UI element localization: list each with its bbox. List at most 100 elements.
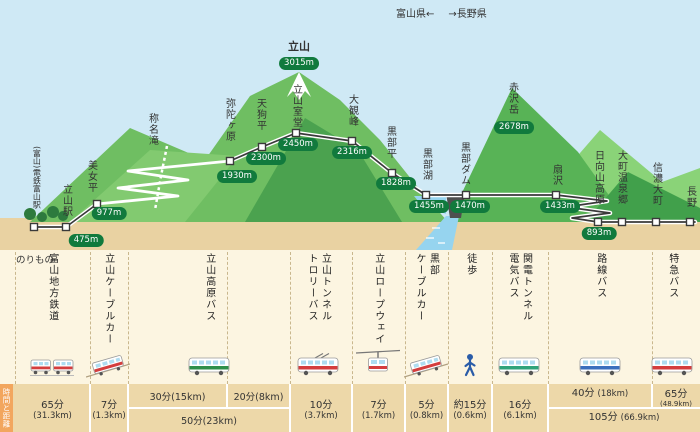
trolleybus-icon bbox=[296, 352, 340, 378]
elevation-badge: 1930m bbox=[217, 170, 257, 183]
station-label: (富山)電鉄富山駅 bbox=[32, 146, 42, 209]
time-cell: 7分 (1.7km) bbox=[352, 384, 405, 432]
time-distance-axis-label: 時間と距離 bbox=[2, 388, 11, 428]
time-cell: 7分 (1.3km) bbox=[90, 384, 128, 432]
column-separator bbox=[128, 252, 129, 384]
time-value: 10分 bbox=[309, 399, 333, 411]
station-markers bbox=[29, 128, 695, 232]
distance-value: (1.7km) bbox=[361, 410, 396, 421]
transport-name: 路線バス bbox=[594, 253, 606, 299]
time-cell: 65分 (31.3km) bbox=[15, 384, 90, 432]
time-cell: 40分 (18km) bbox=[548, 384, 652, 408]
prefecture-toyama: 富山県← bbox=[396, 9, 435, 20]
time-distance-axis: 時間と距離 bbox=[0, 384, 13, 432]
band-separator bbox=[89, 384, 91, 432]
time-value: 約15分 bbox=[453, 399, 487, 411]
distance-value: (48.9km) bbox=[660, 399, 692, 408]
column-separator bbox=[90, 252, 91, 384]
station-label: 長野 bbox=[684, 186, 696, 208]
walking-person-icon bbox=[448, 352, 492, 378]
transport-name: 立山高原バス bbox=[203, 253, 215, 322]
grand-total-time: 105分 bbox=[588, 412, 618, 423]
elevation-badge: 1470m bbox=[450, 200, 490, 213]
time-cell: 20分(8km) bbox=[227, 384, 290, 408]
distance-value: (3.7km) bbox=[304, 410, 338, 421]
band-separator bbox=[226, 384, 228, 408]
station-label: 立山室堂 bbox=[290, 84, 302, 128]
cablecar-icon bbox=[86, 352, 130, 378]
ropeway-icon bbox=[356, 348, 400, 376]
station-label: 大町温泉郷 bbox=[615, 150, 627, 205]
elevation-badge: 2316m bbox=[332, 146, 372, 159]
column-separator bbox=[548, 252, 549, 384]
distance-value: (0.8km) bbox=[409, 410, 444, 421]
highland-bus-icon bbox=[187, 352, 231, 378]
transport-name: 特急バス bbox=[666, 253, 678, 299]
express-bus-icon bbox=[650, 352, 694, 378]
time-value: 5分 bbox=[418, 399, 435, 411]
elevation-badge: 977m bbox=[91, 207, 127, 220]
elevation-badge: 2300m bbox=[246, 152, 286, 165]
time-cell: 16分 (6.1km) bbox=[492, 384, 548, 432]
elevation-badge: 1455m bbox=[409, 200, 449, 213]
band-separator bbox=[289, 384, 291, 432]
transport-name: 富山地方鉄道 bbox=[46, 253, 58, 322]
station-label: 美女平 bbox=[85, 160, 97, 193]
time-cell: 10分 (3.7km) bbox=[290, 384, 352, 432]
time-value: 65分 bbox=[664, 388, 688, 400]
time-value: 16分 bbox=[508, 399, 532, 411]
kurobe-cablecar-icon bbox=[404, 352, 448, 378]
switchback-road bbox=[95, 159, 232, 206]
band-separator bbox=[404, 384, 406, 432]
prefecture-nagano: →長野県 bbox=[448, 9, 487, 20]
distance-value: (0.6km) bbox=[453, 410, 487, 421]
trees bbox=[24, 206, 68, 222]
time-value: 7分 bbox=[370, 399, 387, 411]
transport-name: 黒部 ケーブルカー bbox=[414, 253, 439, 322]
elevation-badge: 1828m bbox=[376, 177, 416, 190]
distance-value: (1.3km) bbox=[92, 410, 126, 421]
time-cell: 65分 (48.9km) bbox=[652, 384, 700, 408]
time-cell: 30分(15km) bbox=[128, 384, 227, 408]
time-value: 30分(15km) bbox=[149, 392, 206, 403]
transport-name: 立山ケーブルカー bbox=[102, 253, 114, 345]
distance-value: (18km) bbox=[597, 389, 629, 399]
transport-name: 徒歩 bbox=[464, 253, 476, 276]
elevation-badge: 2450m bbox=[278, 138, 318, 151]
time-value: 65分 bbox=[41, 399, 64, 411]
akazawa-label: 赤沢岳 bbox=[506, 82, 518, 115]
column-separator bbox=[652, 252, 653, 384]
elevation-badge: 1433m bbox=[540, 200, 580, 213]
total-time-cell: 50分(23km) bbox=[128, 408, 290, 432]
snow-cap bbox=[287, 72, 311, 100]
band-separator bbox=[651, 384, 653, 408]
prefecture-header: 富山県← →長野県 bbox=[396, 5, 487, 20]
station-label: 黒部湖 bbox=[420, 148, 432, 181]
column-separator bbox=[448, 252, 449, 384]
akazawa-elevation-badge: 2678m bbox=[494, 121, 534, 134]
station-label: 信濃大町 bbox=[650, 162, 662, 206]
distance-value: (6.1km) bbox=[503, 410, 537, 421]
time-value: 7分 bbox=[100, 399, 118, 411]
column-separator bbox=[290, 252, 291, 384]
route-line bbox=[31, 130, 698, 230]
electric-bus-icon bbox=[497, 352, 541, 378]
route-bus-icon bbox=[578, 352, 622, 378]
elevation-badge: 475m bbox=[68, 234, 104, 247]
train-icon bbox=[30, 352, 74, 378]
elevation-badge: 893m bbox=[581, 227, 617, 240]
peak-label: 立山 bbox=[288, 40, 310, 53]
station-label: 扇沢 bbox=[550, 164, 562, 186]
peak-elevation-badge: 3015m bbox=[279, 57, 319, 70]
column-separator bbox=[405, 252, 406, 384]
column-separator bbox=[15, 252, 16, 384]
distance-value: (31.3km) bbox=[33, 410, 72, 421]
grand-total-cell: 105分 (66.9km) bbox=[548, 408, 700, 432]
time-value: 40分 bbox=[571, 388, 595, 399]
band-separator bbox=[447, 384, 449, 432]
column-separator bbox=[492, 252, 493, 384]
mountains bbox=[30, 72, 700, 222]
band-separator bbox=[351, 384, 353, 432]
waterfall-label: 称名滝 bbox=[146, 113, 158, 146]
